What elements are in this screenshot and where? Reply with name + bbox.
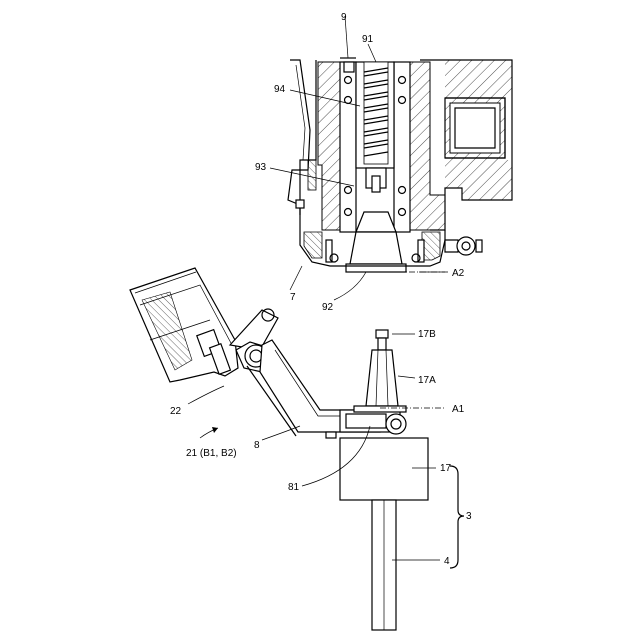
- label-81: 81: [288, 482, 300, 493]
- label-17B: 17B: [418, 329, 436, 340]
- label-91: 91: [362, 34, 374, 45]
- label-17: 17: [440, 463, 452, 474]
- label-22: 22: [170, 406, 182, 417]
- label-7: 7: [290, 292, 296, 303]
- label-92: 92: [322, 302, 334, 313]
- label-A2: A2: [452, 268, 465, 279]
- label-93: 93: [255, 162, 267, 173]
- label-A1: A1: [452, 404, 465, 415]
- label-21: 21 (B1, B2): [186, 448, 237, 459]
- label-3: 3: [466, 511, 472, 522]
- label-17A: 17A: [418, 375, 436, 386]
- label-9: 9: [341, 12, 347, 23]
- label-94: 94: [274, 84, 286, 95]
- spindle-head-assembly: [288, 58, 512, 272]
- tool-post-assembly: [340, 330, 464, 630]
- label-8: 8: [254, 440, 260, 451]
- label-4: 4: [444, 556, 450, 567]
